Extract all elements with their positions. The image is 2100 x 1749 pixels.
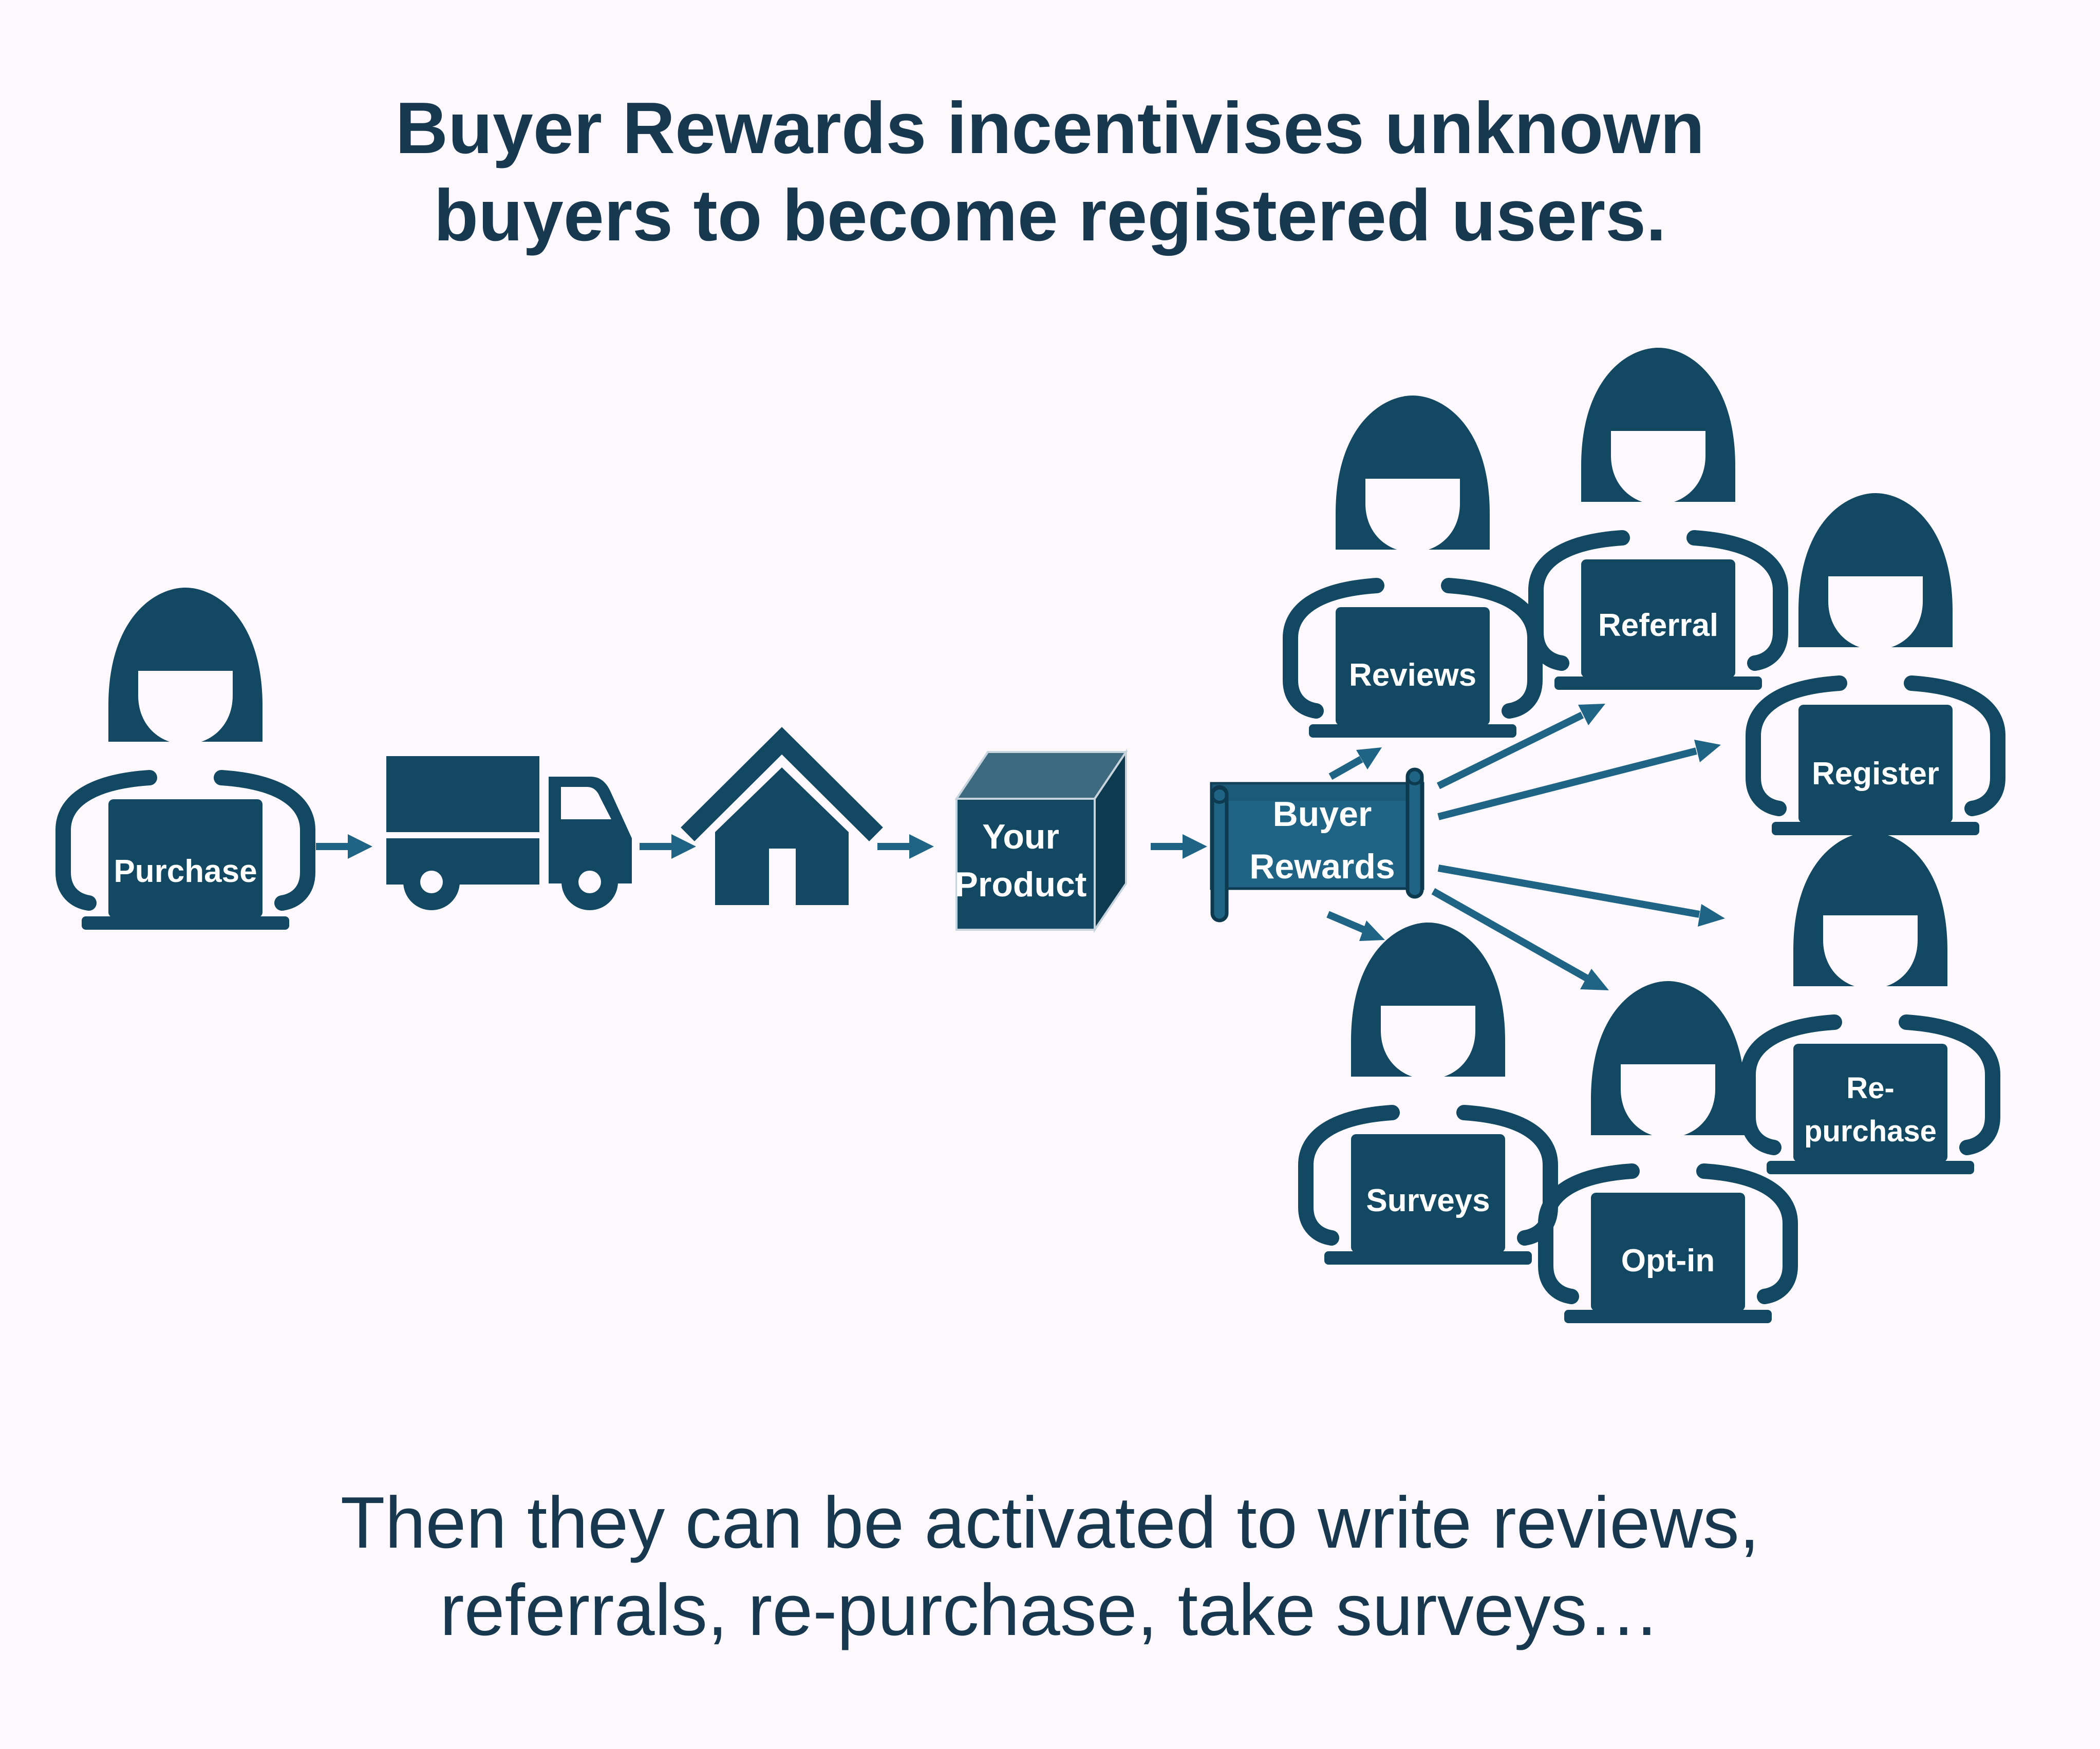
outcome-surveys: Surveys: [1306, 923, 1550, 1265]
rewards-label-line-1: Buyer: [1273, 795, 1372, 834]
outcome-reviews: Reviews: [1290, 396, 1535, 738]
flow-arrow: [1151, 834, 1207, 859]
product-label-line-1: Your: [982, 817, 1059, 856]
delivery-truck-icon: [386, 756, 632, 910]
flow-arrow: [877, 834, 934, 859]
title-line-1: Buyer Rewards incentivises unknown: [395, 87, 1705, 169]
flow-arrow: [316, 834, 372, 859]
product-label-line-2: Product: [955, 865, 1087, 904]
repurchase-label-line-1: Re-: [1846, 1071, 1894, 1105]
register-label: Register: [1812, 756, 1939, 792]
outcome-optin: Opt-in: [1546, 981, 1790, 1323]
rewards-label-line-2: Rewards: [1249, 847, 1395, 886]
product-box-icon: Your Product: [954, 748, 1128, 933]
repurchase-label-line-2: purchase: [1804, 1115, 1937, 1148]
surveys-label: Surveys: [1366, 1183, 1490, 1218]
buyer-label: Purchase: [114, 854, 257, 889]
reviews-label: Reviews: [1349, 657, 1476, 693]
footer-line-2: referrals, re-purchase, take surveys…: [440, 1569, 1660, 1651]
outcome-repurchase: Re- purchase: [1748, 832, 1993, 1174]
fan-out-arrows: [1326, 704, 1725, 990]
referral-label: Referral: [1598, 608, 1718, 643]
optin-label: Opt-in: [1621, 1243, 1715, 1278]
house-icon: [681, 727, 883, 905]
outcome-referral: Referral: [1536, 348, 1780, 690]
footer-line-1: Then they can be activated to write revi…: [340, 1482, 1760, 1564]
diagram-title: Buyer Rewards incentivises unknown buyer…: [0, 85, 2100, 259]
scroll-banner-icon: Buyer Rewards: [1210, 767, 1424, 923]
buyer-node: Purchase: [63, 588, 308, 930]
flow-arrow: [640, 834, 696, 859]
diagram-footer: Then they can be activated to write revi…: [0, 1479, 2100, 1654]
outcome-register: Register: [1753, 493, 1998, 835]
title-line-2: buyers to become registered users.: [434, 175, 1666, 256]
